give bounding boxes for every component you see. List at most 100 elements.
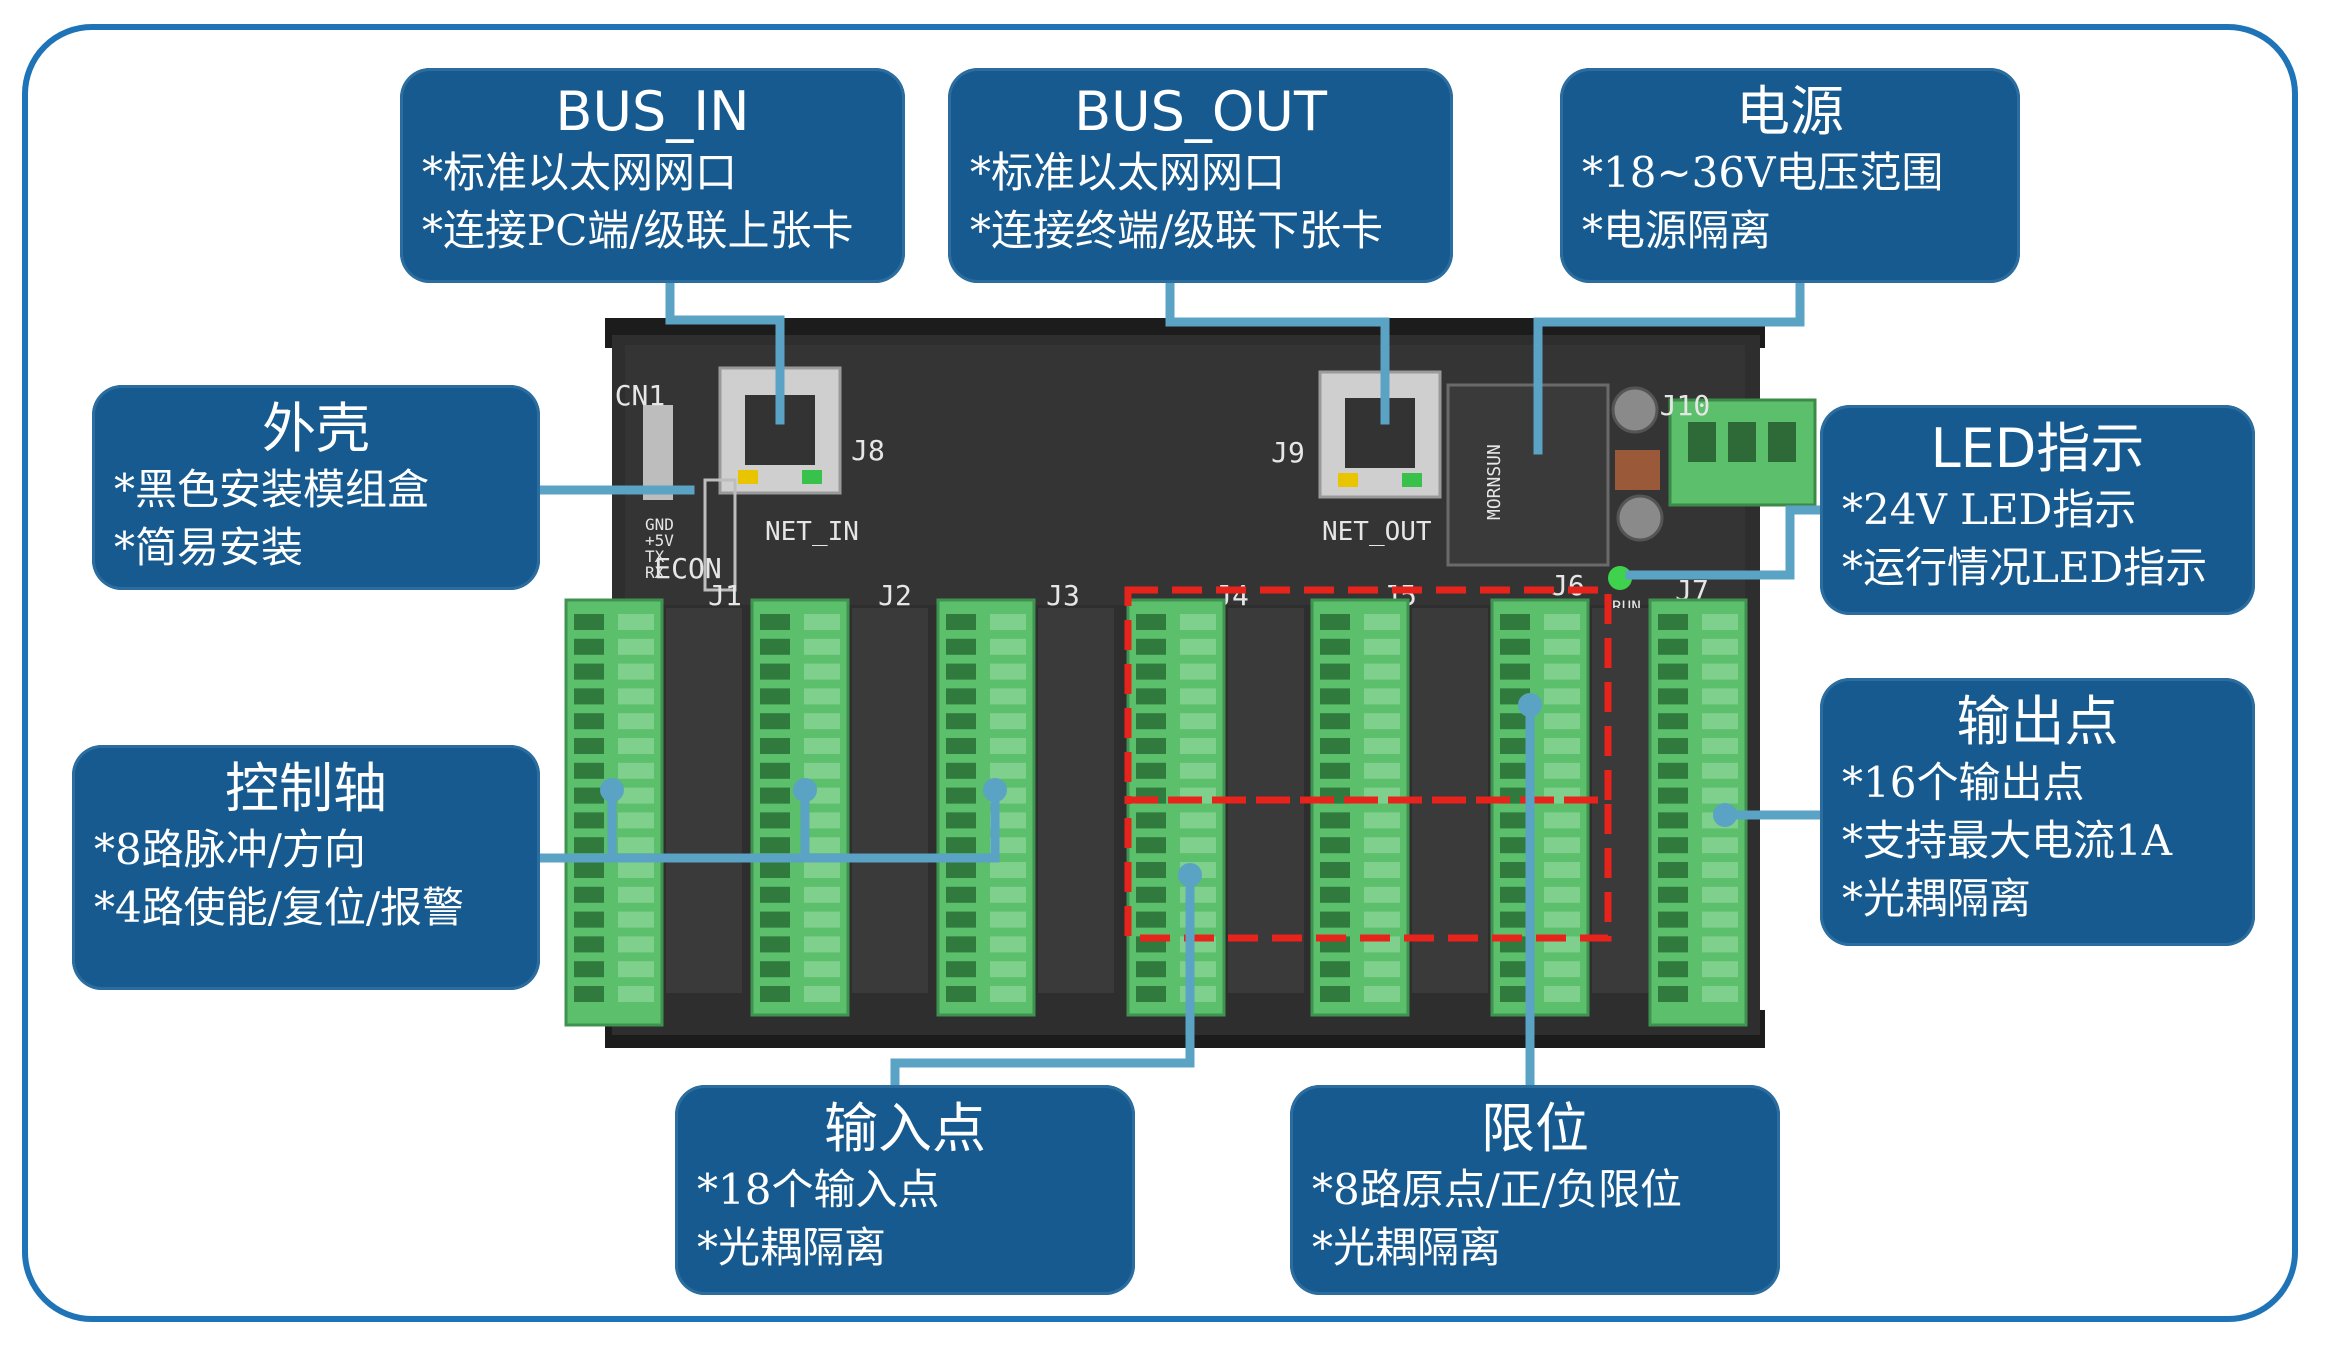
cn1-pin-label: TX (645, 547, 665, 566)
terminal-slot (804, 688, 840, 705)
terminal-slot (1364, 862, 1400, 878)
terminal-screw (1320, 738, 1350, 754)
terminal-slot (1180, 961, 1216, 978)
callout-line: *电源隔离 (1582, 206, 1772, 255)
terminal-screw (760, 986, 790, 1002)
silkscreen-strip (852, 608, 928, 993)
callout-bus-in: BUS_IN *标准以太网网口 *连接PC端/级联上张卡 (400, 68, 905, 283)
terminal-slot (990, 663, 1026, 680)
terminal-screw (760, 713, 790, 730)
terminal-slot (1180, 812, 1216, 829)
terminal-slot (1180, 911, 1216, 928)
callout-line: *黑色安装模组盒 (114, 465, 430, 514)
terminal-screw (1500, 614, 1530, 630)
capacitor-1 (1611, 386, 1659, 434)
terminal-screw (760, 614, 790, 630)
highlight-input-box (1124, 796, 1612, 942)
connector-label: J10 (1660, 389, 1711, 422)
terminal-slot (1180, 713, 1216, 730)
terminal-slot (1544, 738, 1580, 754)
port-label-net-out: NET_OUT (1322, 517, 1432, 547)
leader-bus-out (1165, 265, 1390, 425)
terminal-screw (760, 812, 790, 829)
terminal-screw (1500, 986, 1530, 1002)
terminal-screw (574, 911, 604, 928)
leader-input (890, 870, 1195, 1090)
terminal-screw (1320, 986, 1350, 1002)
terminal-screw (946, 688, 976, 705)
terminal-slot (618, 762, 654, 779)
callout-title: 输入点 (824, 1097, 986, 1160)
terminal-screw (946, 986, 976, 1002)
terminal-screw (574, 713, 604, 730)
terminal-screw (1500, 961, 1530, 978)
terminal-slot (1544, 638, 1580, 655)
terminal-screw (946, 837, 976, 854)
terminal-screw (1658, 886, 1688, 903)
terminal-screw (1658, 663, 1688, 680)
cn1-pin-label: RX (645, 563, 665, 582)
terminal-slot (1544, 862, 1580, 878)
terminal-screw (1320, 812, 1350, 829)
terminal-slot (1364, 986, 1400, 1002)
terminal-block (1126, 598, 1226, 1017)
terminal-slot (1180, 762, 1216, 779)
terminal-screw (1136, 961, 1166, 978)
terminal-slot (1180, 614, 1216, 630)
leader-dots (600, 693, 1737, 887)
callout-line: *8路原点/正/负限位 (1312, 1165, 1683, 1214)
leader-led (1625, 505, 1825, 580)
callout-title: BUS_OUT (1074, 80, 1327, 143)
terminal-slot (1364, 812, 1400, 829)
terminal-screw (760, 738, 790, 754)
callout-line: *标准以太网网口 (422, 148, 738, 197)
terminal-slot (618, 961, 654, 978)
terminal-slot (1702, 936, 1738, 953)
terminal-slot (804, 936, 840, 953)
terminal-screw (1500, 812, 1530, 829)
terminal-slot (990, 688, 1026, 705)
leader-bus-in (665, 265, 785, 425)
terminal-block (750, 598, 850, 1017)
terminal-slot (1544, 614, 1580, 630)
terminal-screw (574, 688, 604, 705)
terminal-screw (574, 614, 604, 630)
terminal-slot (618, 787, 654, 804)
terminal-screw (1136, 837, 1166, 854)
callout-line: *标准以太网网口 (970, 148, 1286, 197)
terminal-screw (574, 638, 604, 655)
terminal-screw (574, 738, 604, 754)
terminal-screw (760, 787, 790, 804)
capacitor-2 (1616, 494, 1664, 542)
terminal-screw (1136, 663, 1166, 680)
terminal-slot (804, 713, 840, 730)
inductor (1615, 450, 1660, 490)
terminal-slot (804, 961, 840, 978)
terminal-screw (946, 911, 976, 928)
terminal-slot (1702, 614, 1738, 630)
callout-led: LED指示 *24V LED指示 *运行情况LED指示 (1820, 405, 2255, 615)
terminal-slot (1544, 837, 1580, 854)
callout-axis: 控制轴 *8路脉冲/方向 *4路使能/复位/报警 (72, 745, 540, 990)
silkscreen-strip (666, 608, 742, 993)
terminal-slot (1544, 812, 1580, 829)
connector-label: J2 (878, 579, 912, 612)
terminal-slot (618, 837, 654, 854)
terminal-slot (1364, 663, 1400, 680)
terminal-slot (1544, 986, 1580, 1002)
terminal-slot (1180, 837, 1216, 854)
terminal-screw (1658, 911, 1688, 928)
terminal-slot (804, 614, 840, 630)
terminal-screw (1658, 986, 1688, 1002)
terminal-slot (990, 961, 1026, 978)
terminal-slot (804, 663, 840, 680)
terminal-slot (1702, 787, 1738, 804)
terminal-screw (1320, 837, 1350, 854)
terminal-screw (1136, 614, 1166, 630)
terminal-screw (574, 837, 604, 854)
terminal-slot (990, 713, 1026, 730)
terminal-screw (1136, 862, 1166, 878)
terminal-screw (760, 961, 790, 978)
terminal-screw (760, 638, 790, 655)
terminal-slot (618, 638, 654, 655)
